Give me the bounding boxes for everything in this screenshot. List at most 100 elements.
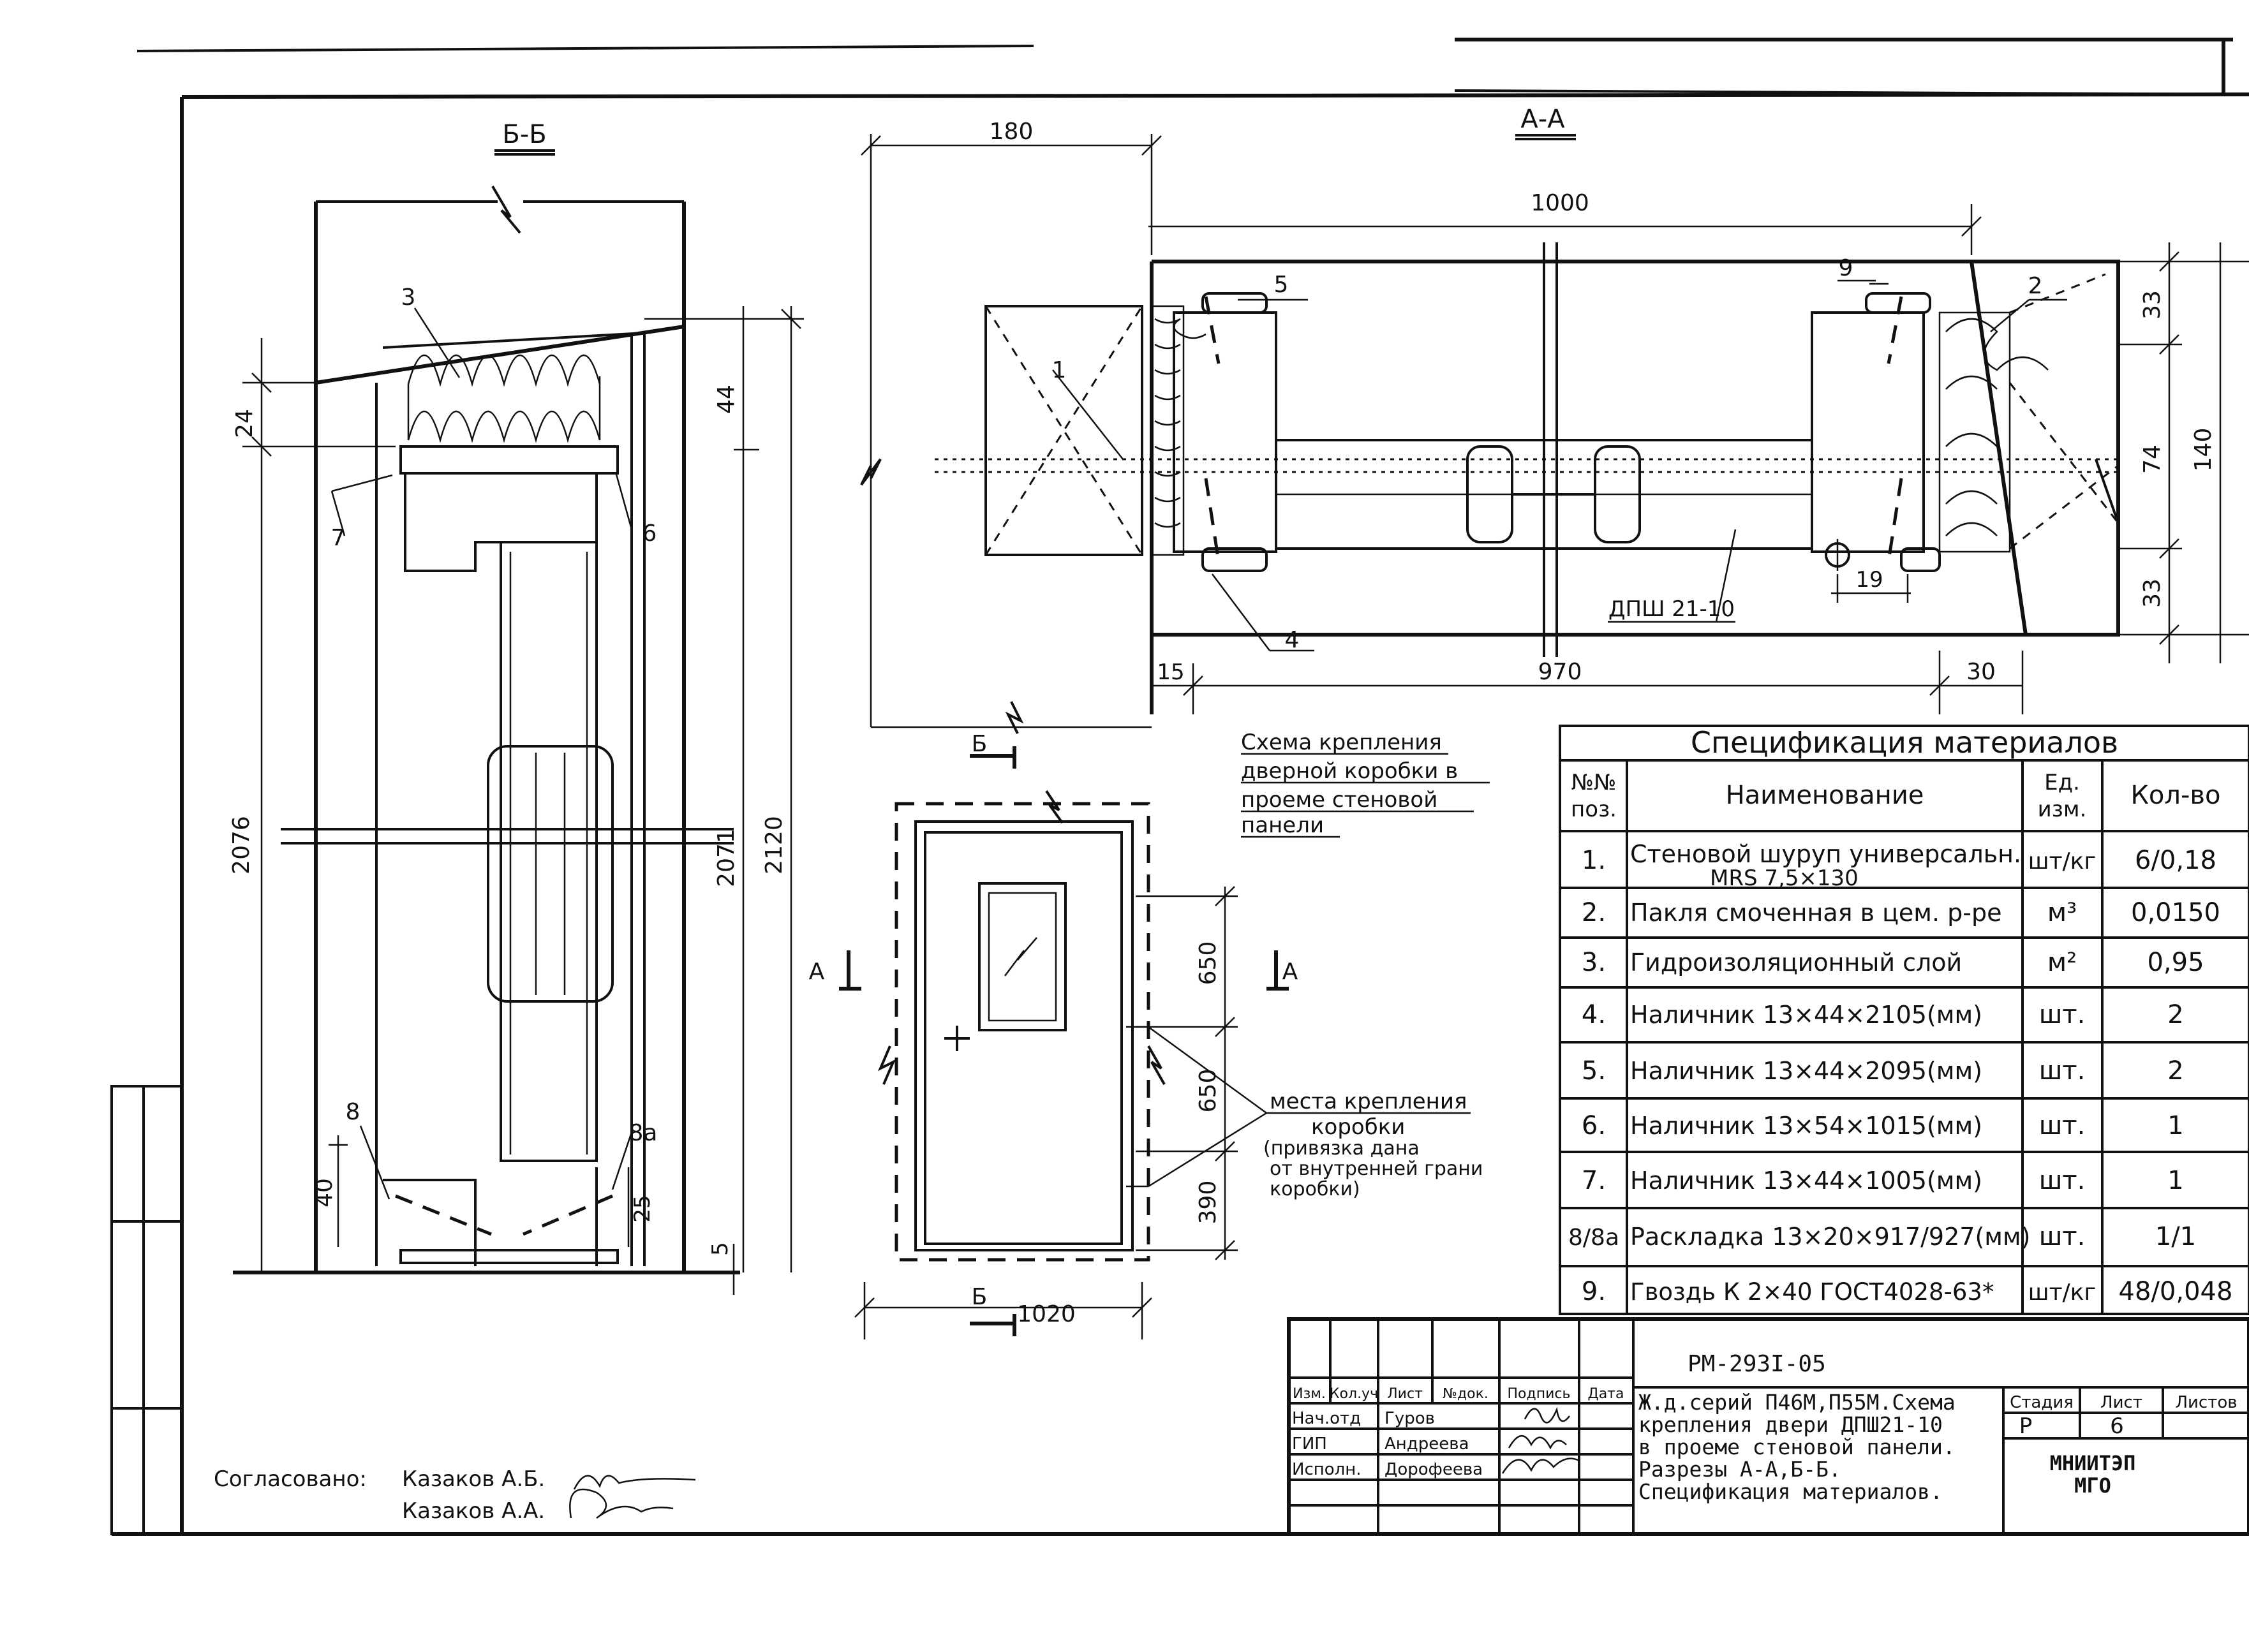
spec-header-unit-2: изм. <box>2038 797 2087 822</box>
tb-desc-2: крепления двери ДПШ21-10 <box>1638 1412 1943 1437</box>
scheme-title-2: дверной коробки в <box>1241 758 1458 784</box>
scheme-title-1: Схема крепления <box>1241 730 1442 755</box>
drawing-code: РМ-293I-05 <box>1688 1351 1826 1377</box>
approval-signature-1 <box>573 1475 696 1490</box>
cut-b-top: Б <box>972 731 988 757</box>
dim-19: 19 <box>1855 567 1883 593</box>
fixing-note-1: места крепления <box>1270 1089 1467 1114</box>
spec-row-pos: 4. <box>1582 1000 1606 1029</box>
dim-33-bottom: 33 <box>2139 579 2165 608</box>
left-tow-coils <box>1154 318 1206 528</box>
approval-block: Согласовано: Казаков А.Б. Казаков А.А. <box>214 1466 696 1524</box>
dim-5: 5 <box>708 1242 733 1256</box>
dim-650-top: 650 <box>1195 941 1221 985</box>
callout-8a: 8а <box>629 1120 658 1146</box>
spec-row-unit: шт. <box>2039 1166 2086 1195</box>
spec-row-unit: м³ <box>2047 898 2077 927</box>
spec-row-2: 2. Пакля смоченная в цем. р-ре м³ 0,0150 <box>1582 898 2220 927</box>
spec-header-qty: Кол-во <box>2131 781 2221 810</box>
title-block: РМ-293I-05 Изм. Кол.уч Лист №док. Подпис… <box>1287 1317 2249 1536</box>
dim-25: 25 <box>630 1195 655 1222</box>
spec-header-name: Наименование <box>1726 781 1924 810</box>
section-bb: Б-Б <box>228 120 804 1295</box>
spec-row-4: 4. Наличник 13×44×2105(мм) шт. 2 <box>1582 1000 2184 1029</box>
tb-header-sign: Подпись <box>1508 1386 1571 1402</box>
tb-header-date: Дата <box>1588 1386 1624 1402</box>
dim-40: 40 <box>311 1178 338 1207</box>
materials-spec-table: Спецификация материалов №№ поз. Наименов… <box>1559 725 2249 1315</box>
spec-row-pos: 8/8а <box>1568 1225 1619 1251</box>
fixing-note-3: (привязка дана <box>1263 1137 1420 1160</box>
spec-title: Спецификация материалов <box>1691 725 2118 760</box>
spec-row-qty: 0,95 <box>2147 948 2204 977</box>
dim-2071: 2071 <box>713 829 739 887</box>
fixing-note-2: коробки <box>1311 1114 1405 1140</box>
spec-row-name: Наличник 13×44×1005(мм) <box>1630 1167 1982 1195</box>
dim-140: 140 <box>2190 428 2216 472</box>
dim-44: 44 <box>713 385 739 414</box>
spec-row-name: Раскладка 13×20×917/927(мм) <box>1630 1223 2030 1251</box>
dim-650-mid: 650 <box>1195 1069 1221 1113</box>
tb-name-1: Гуров <box>1384 1409 1435 1428</box>
spec-row-1: 1. Стеновой шуруп универсальн. MRS 7,5×1… <box>1582 840 2216 891</box>
spec-row-qty: 1/1 <box>2155 1222 2196 1251</box>
spec-row-8: 8/8а Раскладка 13×20×917/927(мм) шт. 1/1 <box>1568 1222 2196 1251</box>
spec-row-qty: 6/0,18 <box>2135 846 2216 875</box>
tb-desc-5: Спецификация материалов. <box>1638 1479 1943 1504</box>
signature-3 <box>1501 1457 1580 1474</box>
tb-stage: Р <box>2019 1413 2033 1439</box>
signature-2 <box>1508 1435 1567 1450</box>
spec-row-unit: м² <box>2047 948 2077 977</box>
spec-row-name: Стеновой шуруп универсальн. <box>1630 840 2021 868</box>
spec-header-unit-1: Ед. <box>2044 770 2080 795</box>
tb-role-2: ГИП <box>1292 1434 1327 1454</box>
tb-header-kol: Кол.уч <box>1330 1386 1378 1402</box>
callout-9: 9 <box>1839 255 1853 281</box>
tb-header-list: Лист <box>1387 1386 1423 1402</box>
tb-org-1: МНИИТЭП <box>2050 1451 2136 1475</box>
scheme-title-3: проеме стеновой <box>1241 787 1437 813</box>
scheme-title-4: панели <box>1241 813 1324 838</box>
dim-1000: 1000 <box>1531 190 1589 216</box>
spec-row-name: Гидроизоляционный слой <box>1630 948 1962 977</box>
spec-row-pos: 2. <box>1582 898 1606 927</box>
spec-row-pos: 5. <box>1582 1056 1606 1086</box>
spec-row-3: 3. Гидроизоляционный слой м² 0,95 <box>1582 948 2204 977</box>
dim-970: 970 <box>1538 659 1582 685</box>
spec-row-unit: шт/кг <box>2028 1280 2097 1306</box>
section-bb-title: Б-Б <box>502 120 546 149</box>
callout-2: 2 <box>2028 273 2043 299</box>
fixing-note-4: от внутренней грани <box>1270 1158 1483 1180</box>
spec-row-name: Наличник 13×54×1015(мм) <box>1630 1112 1982 1140</box>
spec-row-qty: 48/0,048 <box>2119 1277 2233 1306</box>
spec-row-unit: шт. <box>2039 1111 2086 1140</box>
section-aa-title: А-А <box>1520 105 1565 134</box>
spec-row-unit: шт. <box>2039 1056 2086 1086</box>
spec-row-9: 9. Гвоздь К 2×40 ГОСТ4028-63* шт/кг 48/0… <box>1582 1277 2233 1306</box>
spec-row-qty: 1 <box>2167 1111 2183 1140</box>
dim-74: 74 <box>2139 445 2165 474</box>
cut-a-right: А <box>1282 959 1298 985</box>
approval-signature-2 <box>569 1488 674 1519</box>
spec-header-pos-1: №№ <box>1571 770 1617 795</box>
callout-6: 6 <box>642 520 657 547</box>
callout-5: 5 <box>1274 272 1289 298</box>
spec-row-name-2: MRS 7,5×130 <box>1710 866 1859 891</box>
callout-8: 8 <box>346 1099 360 1125</box>
spec-row-unit: шт. <box>2039 1000 2086 1029</box>
callout-4: 4 <box>1285 627 1300 653</box>
spec-row-unit: шт/кг <box>2028 848 2097 874</box>
approval-name-1: Казаков А.Б. <box>402 1466 545 1492</box>
tb-header-izm: Изм. <box>1293 1386 1326 1402</box>
spec-row-name: Наличник 13×44×2105(мм) <box>1630 1001 1982 1029</box>
tb-desc-1: Ж.д.серий П46М,П55М.Схема <box>1638 1390 1956 1415</box>
spec-row-unit: шт. <box>2039 1222 2086 1251</box>
tb-desc-4: Разрезы А-А,Б-Б. <box>1638 1457 1841 1482</box>
tb-org-2: МГО <box>2074 1473 2111 1498</box>
door-scheme: Схема крепления дверной коробки в проеме… <box>809 730 1490 1339</box>
spec-row-name: Наличник 13×44×2095(мм) <box>1630 1057 1982 1085</box>
spec-row-pos: 9. <box>1582 1277 1606 1306</box>
tb-sheets-header: Листов <box>2175 1393 2237 1412</box>
spec-row-qty: 0,0150 <box>2131 898 2220 927</box>
